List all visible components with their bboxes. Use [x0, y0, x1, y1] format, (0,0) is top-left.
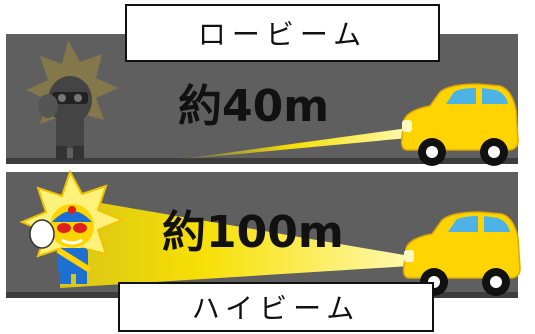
high-beam-distance: 約100m: [162, 207, 344, 258]
pedestrian-character-dim: [26, 40, 118, 160]
low-beam-distance: 約40m: [178, 81, 330, 132]
pedestrian-character-bright: [19, 169, 125, 284]
low-beam-light: [175, 128, 408, 160]
road-edge-top: [6, 158, 518, 164]
high-beam-label: ハイビーム: [118, 282, 434, 332]
high-beam-light: [60, 196, 410, 288]
car-top: [400, 83, 519, 166]
low-beam-label: ロービーム: [125, 4, 440, 62]
